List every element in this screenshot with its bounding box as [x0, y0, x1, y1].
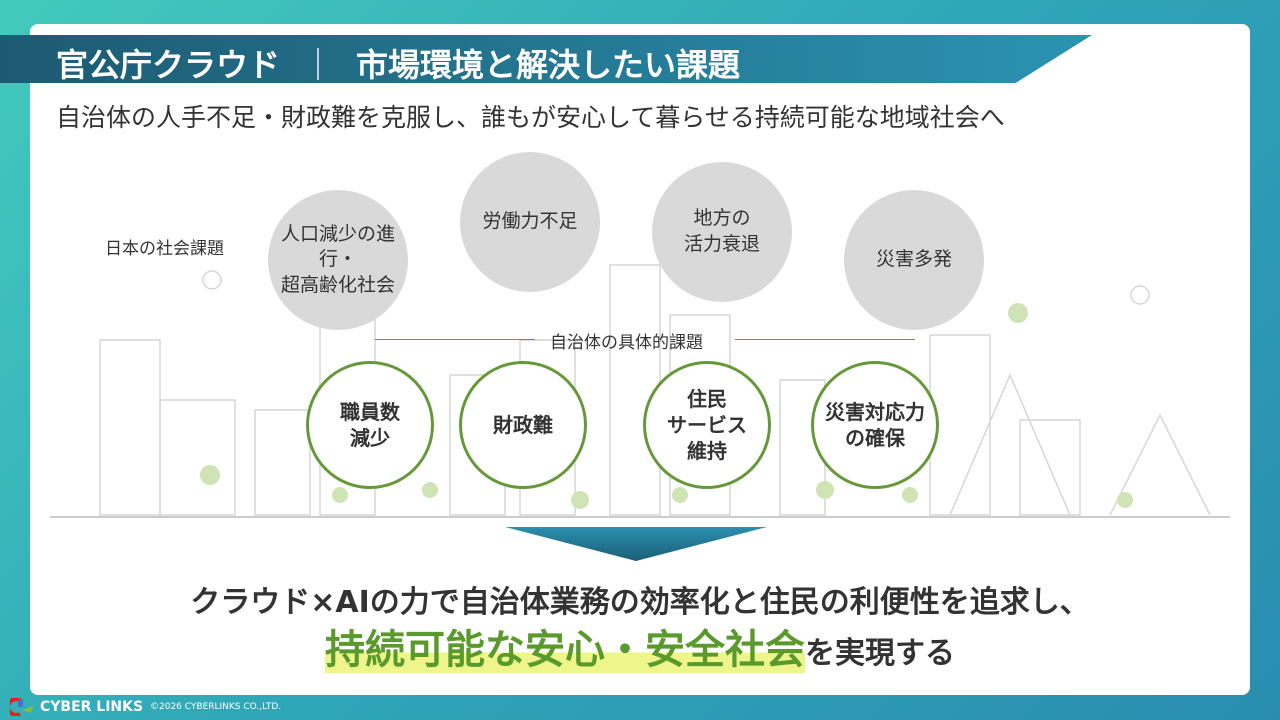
social-issue-circle: 地方の 活力衰退: [652, 162, 792, 302]
municipal-issue-circle: 災害対応力 の確保: [811, 361, 939, 489]
divider-right: [735, 339, 915, 340]
social-issue-circle: 労働力不足: [460, 152, 600, 292]
conclusion-line-1: クラウド×AIの力で自治体業務の効率化と住民の利便性を追求し、: [190, 585, 1090, 620]
slide-card: [30, 24, 1250, 695]
social-issue-circle: 人口減少の進行・ 超高齢化社会: [268, 190, 408, 330]
cyberlinks-logo-icon: [10, 698, 34, 716]
page-title: 官公庁クラウド ｜ 市場環境と解決したい課題: [56, 40, 740, 86]
highlight-text: 持続可能な安心・安全社会: [325, 627, 805, 673]
title-banner: [0, 35, 1092, 83]
company-logo: CYBER LINKS: [10, 698, 143, 716]
municipal-issue-circle: 住民 サービス 維持: [643, 361, 771, 489]
title-right: 市場環境と解決したい課題: [356, 46, 741, 84]
social-issue-circle: 災害多発: [844, 190, 984, 330]
conclusion-suffix: を実現する: [805, 636, 955, 671]
title-separator: ｜: [302, 46, 335, 84]
city-skyline-illustration: [50, 264, 1230, 518]
conclusion-line-2: 持続可能な安心・安全社会を実現する: [0, 617, 1280, 675]
social-issues-label: 日本の社会課題: [105, 239, 224, 259]
copyright: ©2026 CYBERLINKS CO.,LTD.: [150, 702, 282, 712]
subtitle: 自治体の人手不足・財政難を克服し、誰もが安心して暮らせる持続可能な地域社会へ: [56, 103, 1005, 132]
title-left: 官公庁クラウド: [56, 46, 281, 84]
logo-text: CYBER LINKS: [40, 699, 144, 715]
divider-left: [375, 339, 535, 340]
municipal-issue-circle: 職員数 減少: [306, 361, 434, 489]
municipal-issue-circle: 財政難: [459, 361, 587, 489]
municipal-issues-label: 自治体の具体的課題: [550, 333, 703, 353]
